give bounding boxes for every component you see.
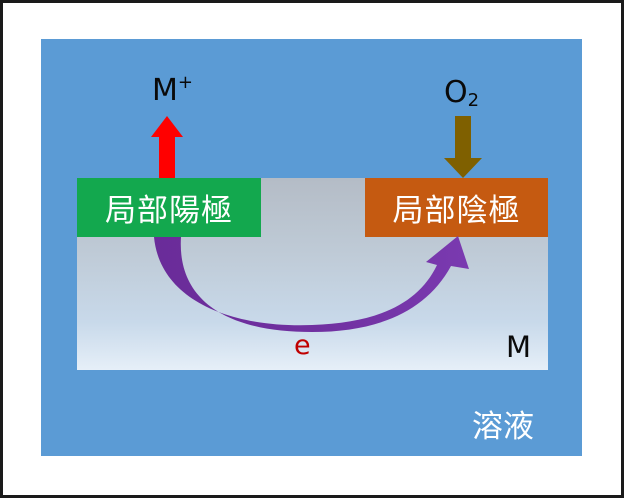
oxygen-subscript: 2 bbox=[467, 90, 480, 111]
local-cathode-label: 局部陰極 bbox=[392, 193, 521, 229]
local-anode-label: 局部陽極 bbox=[105, 193, 233, 229]
solution-label: 溶液 bbox=[472, 409, 534, 445]
electron-label: e bbox=[294, 330, 311, 361]
electron-arrow bbox=[154, 236, 469, 332]
metal-label: M bbox=[506, 330, 532, 364]
oxygen-label: O2 bbox=[444, 75, 480, 111]
oxygen-symbol: O bbox=[444, 75, 468, 110]
metal-ion-charge: + bbox=[177, 72, 193, 93]
oxygen-arrow bbox=[444, 116, 482, 178]
local-anode-box: 局部陽極 bbox=[77, 178, 261, 237]
metal-ion-label: M+ bbox=[152, 73, 193, 108]
metal-ion-arrow bbox=[151, 116, 183, 178]
metal-ion-symbol: M bbox=[152, 73, 178, 108]
local-cathode-box: 局部陰極 bbox=[365, 178, 548, 237]
